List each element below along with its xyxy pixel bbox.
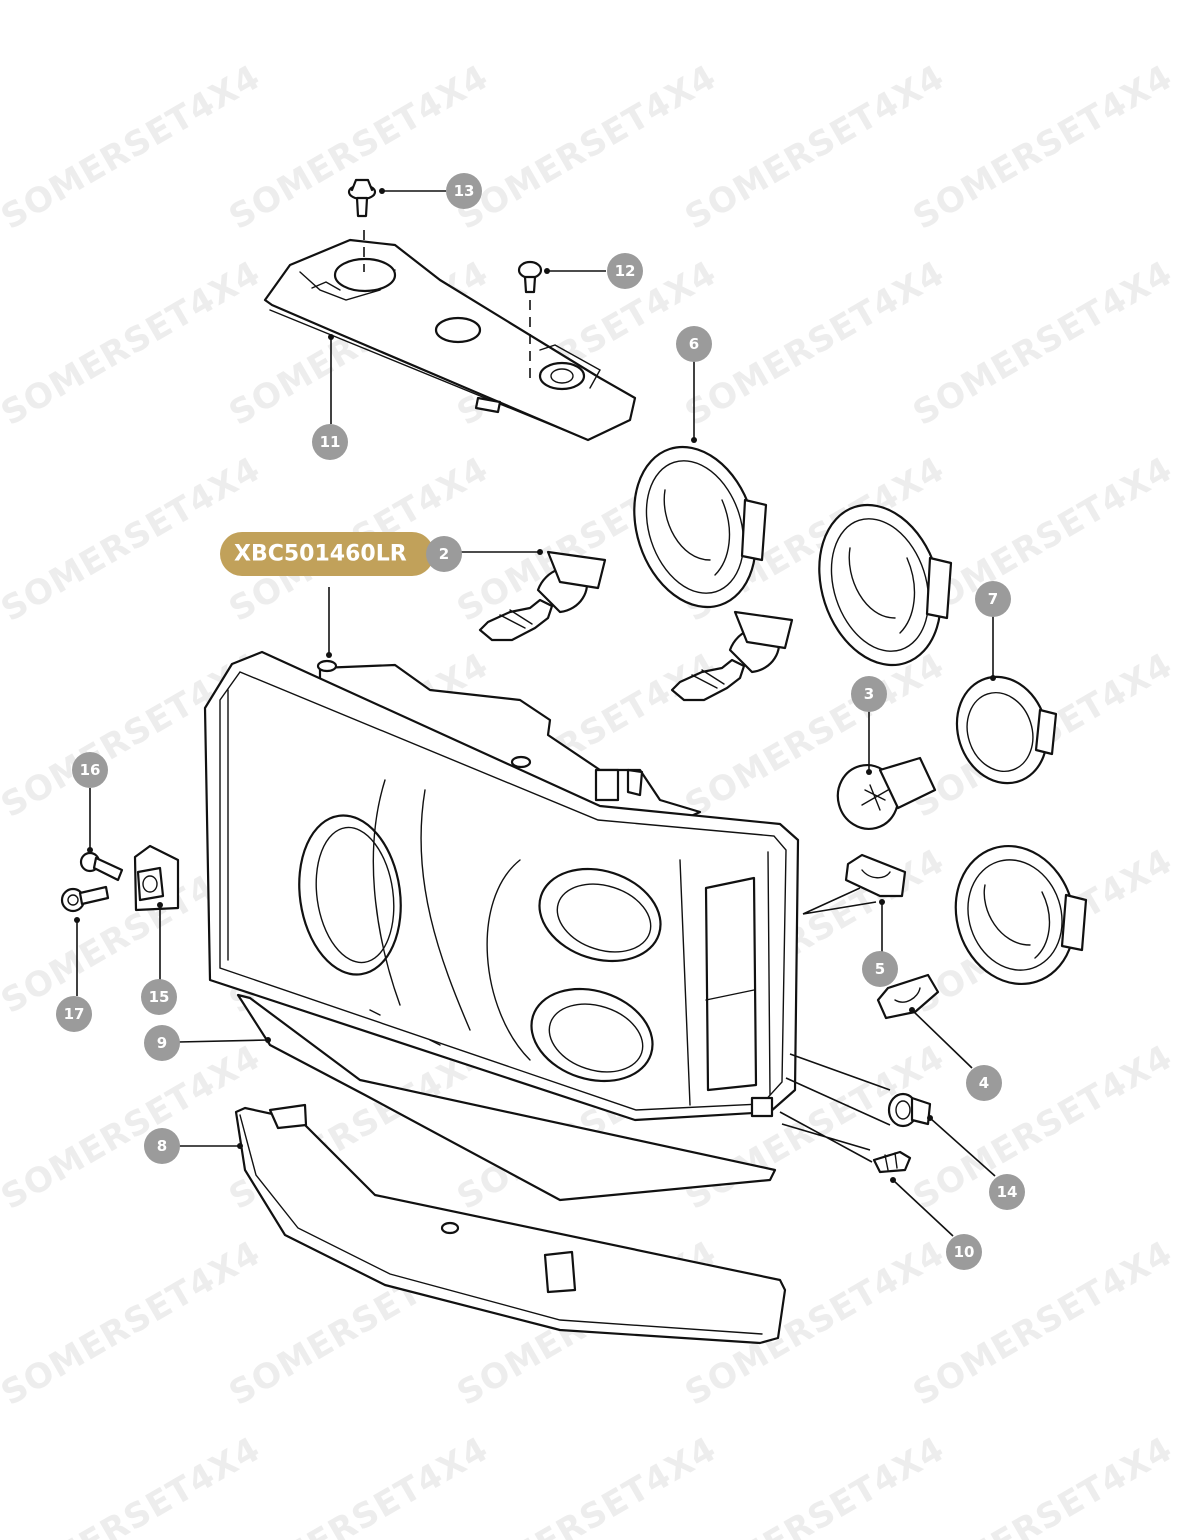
highlight-part-number: XBC501460LR: [234, 542, 407, 567]
callout-5[interactable]: 5: [862, 951, 898, 987]
part-16-screw: [79, 851, 124, 882]
callout-13[interactable]: 13: [446, 173, 482, 209]
part-10-clip: [779, 1111, 912, 1174]
watermark-text-38: SOMERSET4X4: [679, 1429, 952, 1540]
part-14-grommet: [785, 1053, 932, 1128]
svg-text:9: 9: [157, 1034, 167, 1052]
callout-11[interactable]: 11: [312, 424, 348, 460]
part-7-cover-ring: [955, 675, 1058, 785]
callout-layer: 2 3 4 5 6 7 8 9 10 11 12 13 14 15 16 17: [56, 173, 1025, 1270]
callout-14[interactable]: 14: [989, 1174, 1025, 1210]
part-13-screw: [347, 178, 377, 272]
callout-10[interactable]: 10: [946, 1234, 982, 1270]
svg-text:6: 6: [689, 335, 699, 353]
part-2-bulb-lower: [670, 610, 794, 702]
svg-text:14: 14: [997, 1183, 1018, 1201]
callout-8[interactable]: 8: [144, 1128, 180, 1164]
headlamp-housing: [203, 650, 800, 1122]
svg-text:12: 12: [615, 262, 636, 280]
part-6-cover-upper: [633, 445, 768, 609]
callout-12[interactable]: 12: [607, 253, 643, 289]
part-17-screw: [60, 885, 110, 913]
part-6-cover-lower: [954, 844, 1088, 986]
svg-text:17: 17: [64, 1005, 85, 1023]
part-6-cover-middle: [818, 503, 953, 667]
svg-text:11: 11: [320, 433, 341, 451]
watermark-text-4: SOMERSET4X4: [907, 57, 1180, 238]
svg-text:2: 2: [439, 545, 449, 563]
watermark-text-35: SOMERSET4X4: [0, 1429, 267, 1540]
svg-text:8: 8: [157, 1137, 167, 1155]
callout-3[interactable]: 3: [851, 676, 887, 712]
svg-text:4: 4: [979, 1074, 989, 1092]
watermark-text-29: SOMERSET4X4: [907, 1037, 1180, 1218]
svg-text:16: 16: [80, 761, 101, 779]
watermark-text-37: SOMERSET4X4: [451, 1429, 724, 1540]
part-3-indicator-bulb: [836, 756, 937, 830]
callout-9[interactable]: 9: [144, 1025, 180, 1061]
part-5-wedge-bulb: [802, 853, 907, 915]
callout-16[interactable]: 16: [72, 752, 108, 788]
watermark-text-39: SOMERSET4X4: [907, 1429, 1180, 1540]
highlight-part-label[interactable]: XBC501460LR: [220, 532, 434, 576]
svg-text:5: 5: [875, 960, 885, 978]
callout-4[interactable]: 4: [966, 1065, 1002, 1101]
svg-text:10: 10: [954, 1243, 975, 1261]
svg-text:15: 15: [149, 988, 170, 1006]
svg-text:3: 3: [864, 685, 874, 703]
highlight-badge[interactable]: [220, 532, 434, 576]
svg-text:13: 13: [454, 182, 475, 200]
watermark-text-9: SOMERSET4X4: [907, 253, 1180, 434]
part-11-top-bracket: [263, 238, 637, 442]
part-4-wedge-bulb: [876, 973, 940, 1020]
svg-text:7: 7: [988, 590, 998, 608]
part-8-lower-bezel: [234, 1103, 787, 1345]
part-15-bracket: [133, 844, 180, 912]
watermark-text-36: SOMERSET4X4: [223, 1429, 496, 1540]
part-9-trim-strip: [236, 993, 777, 1202]
callout-7[interactable]: 7: [975, 581, 1011, 617]
callout-17[interactable]: 17: [56, 996, 92, 1032]
callout-6[interactable]: 6: [676, 326, 712, 362]
watermark-text-34: SOMERSET4X4: [907, 1233, 1180, 1414]
callout-2[interactable]: 2: [426, 536, 462, 572]
part-12-screw: [517, 260, 543, 385]
part-2-bulb-upper: [478, 550, 607, 642]
leader-lines: [74, 188, 996, 1237]
callout-15[interactable]: 15: [141, 979, 177, 1015]
